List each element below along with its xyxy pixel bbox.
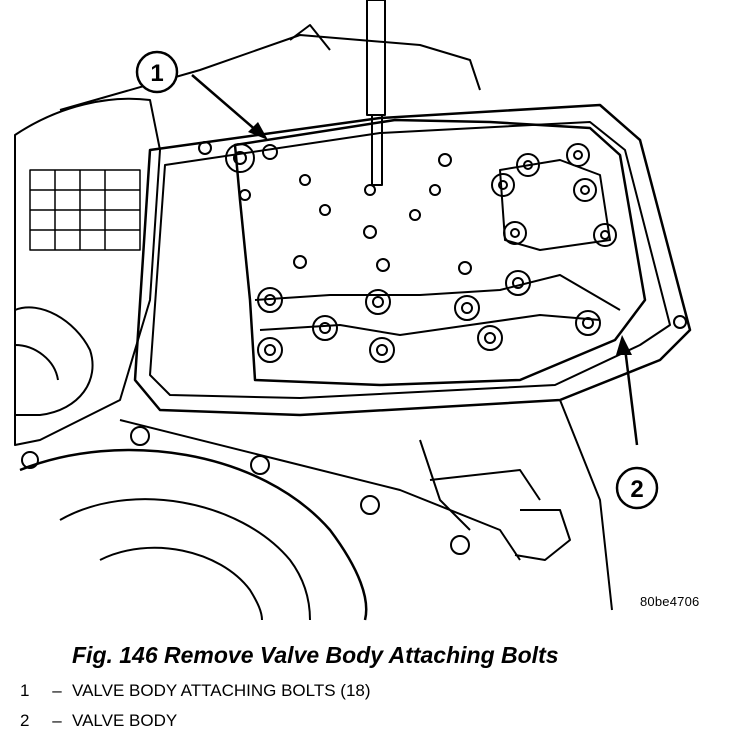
transmission-case	[14, 97, 161, 446]
callout-2-label: 2	[630, 476, 643, 503]
legend-text: VALVE BODY	[72, 711, 178, 730]
figure-caption: Fig. 146 Remove Valve Body Attaching Bol…	[72, 642, 559, 668]
pan-flange	[133, 103, 692, 417]
callout-1-label: 1	[150, 60, 163, 87]
case-ribs	[29, 169, 141, 251]
figure-code: 80be4706	[640, 594, 700, 609]
tool-extension	[366, 0, 386, 186]
valve-body-illustration: 1 2	[14, 0, 692, 621]
legend-item: 1 –VALVE BODY ATTACHING BOLTS (18)	[20, 681, 371, 701]
legend-dash: –	[52, 711, 62, 730]
legend-number: 2	[20, 711, 30, 730]
legend-item: 2 –VALVE BODY	[20, 711, 177, 731]
valve-body-bolts	[225, 143, 617, 363]
callout-1	[135, 50, 268, 140]
valve-body	[233, 118, 647, 387]
legend-text: VALVE BODY ATTACHING BOLTS (18)	[72, 681, 371, 700]
flange-bolts	[21, 141, 687, 555]
legend-dash: –	[52, 681, 62, 700]
legend-number: 1	[20, 681, 30, 700]
callout-2	[615, 335, 659, 510]
converter-housing	[19, 448, 368, 621]
